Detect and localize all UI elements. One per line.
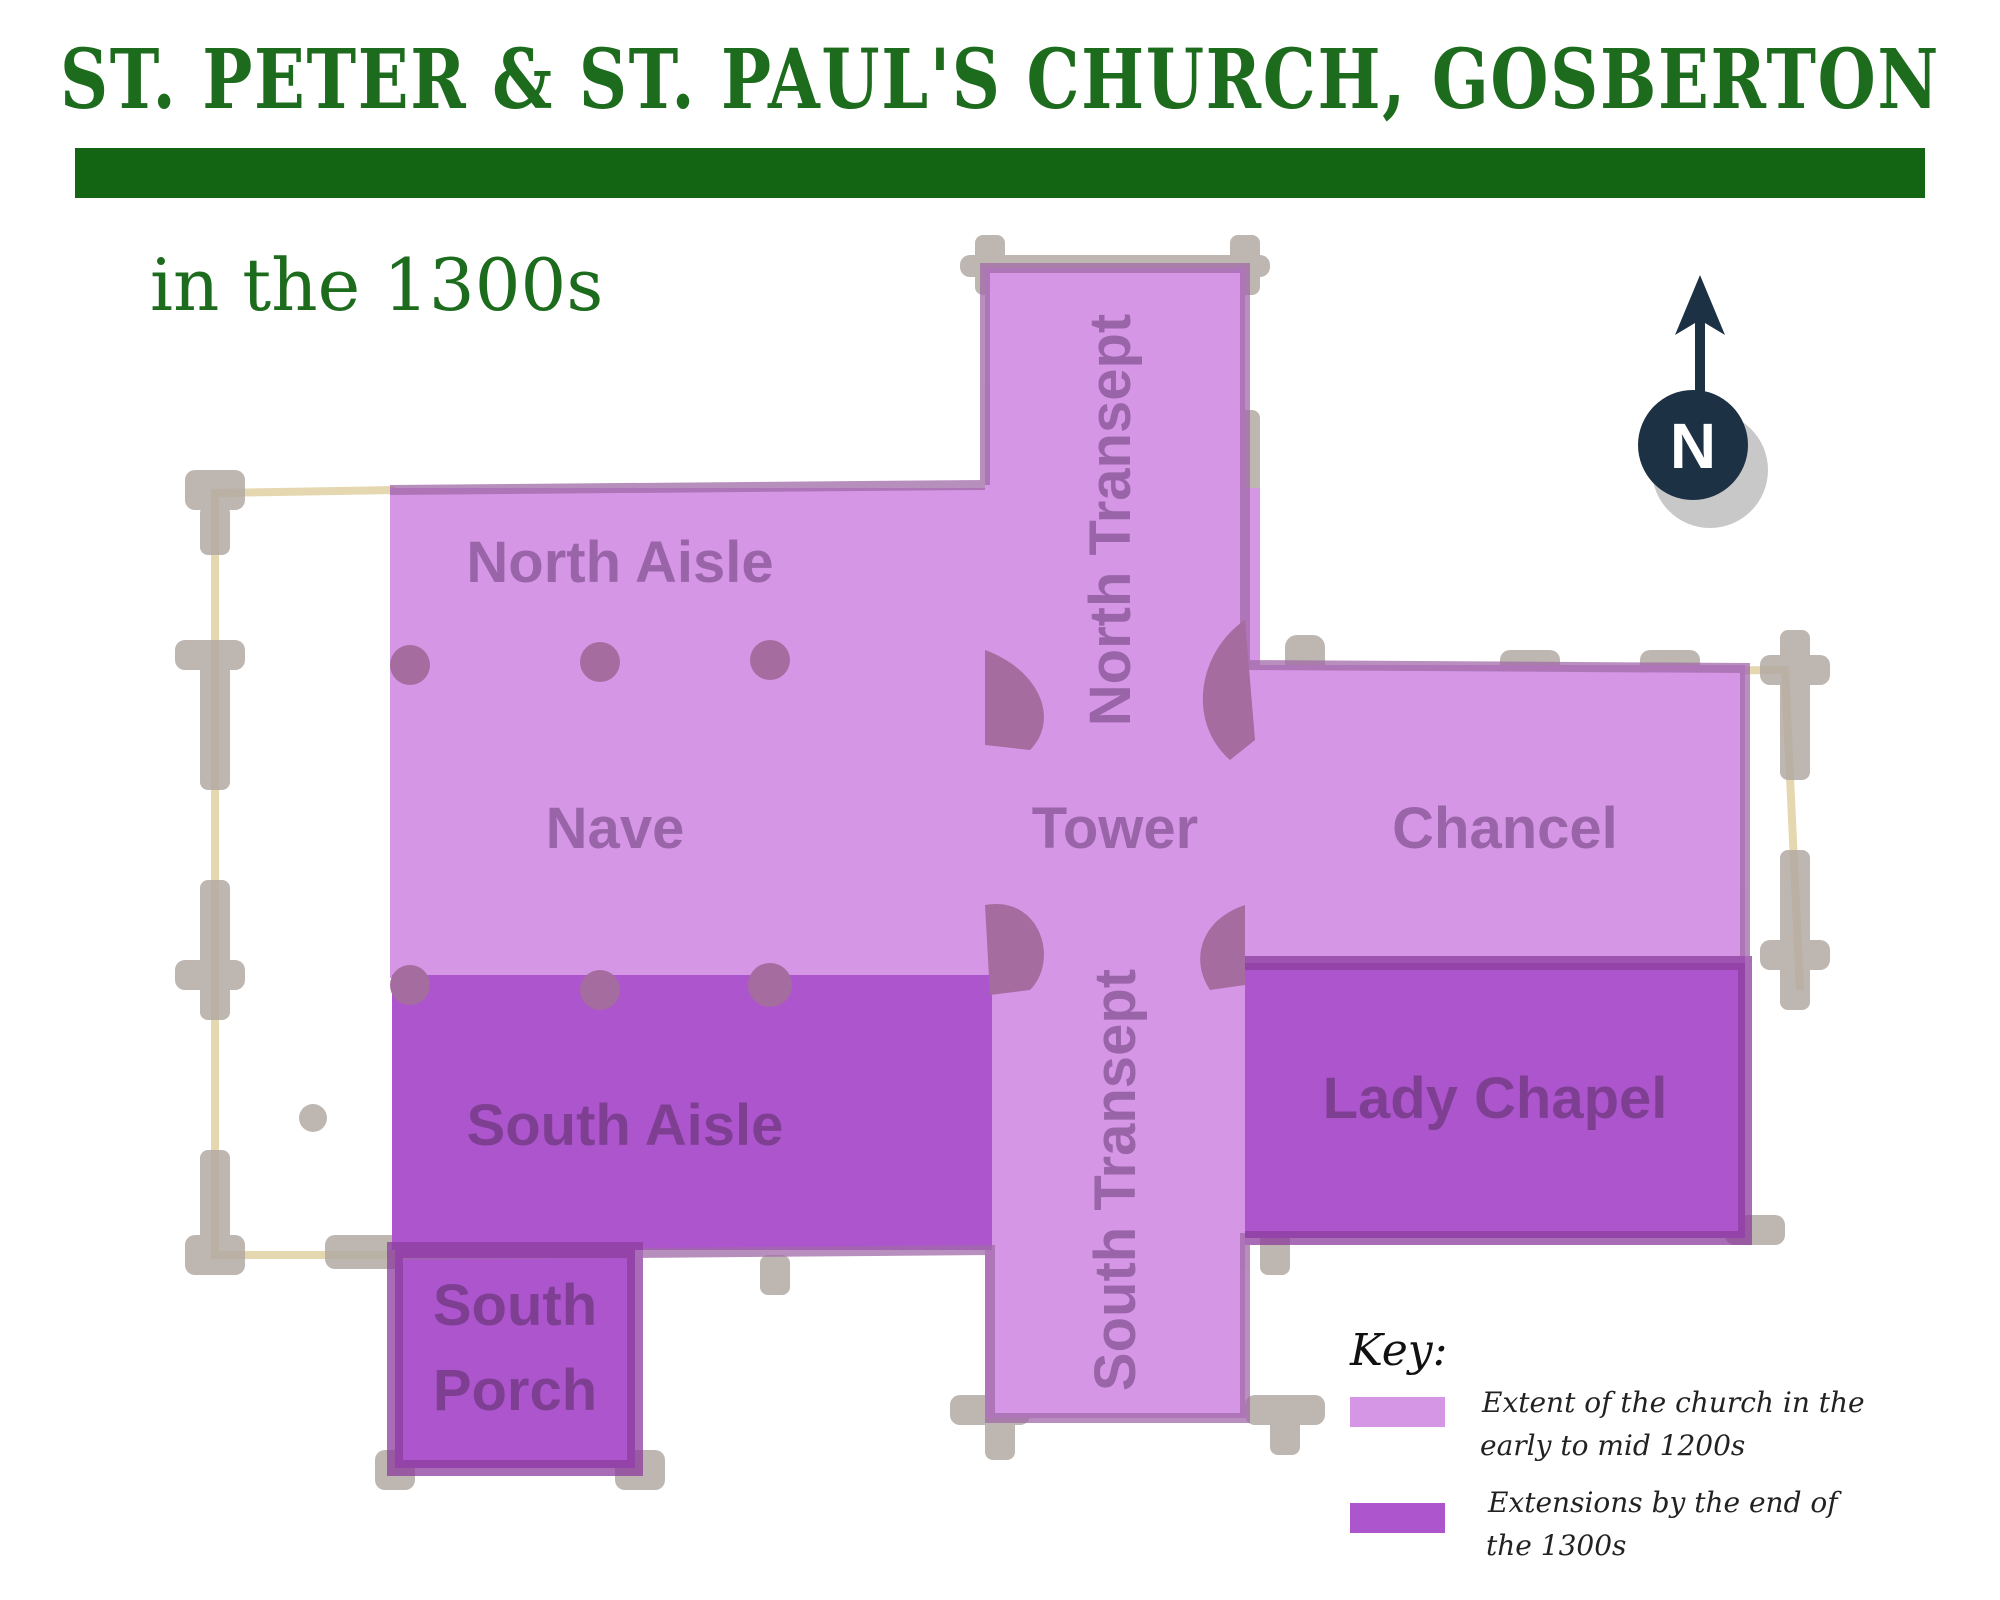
legend-title: Key: xyxy=(1349,1325,1447,1376)
legend: Key: Extent of the church in the early t… xyxy=(1349,1325,1865,1562)
early-church-extent xyxy=(390,268,1745,1418)
legend-extensions-line1: Extensions by the end of xyxy=(1487,1486,1842,1519)
room-label-north-transept: North Transept xyxy=(1078,314,1143,727)
room-label-south-porch-line1: South xyxy=(433,1273,597,1338)
legend-early-line2: early to mid 1200s xyxy=(1480,1429,1745,1462)
extensions-1300s xyxy=(392,963,1745,1468)
room-label-south-porch-line2: Porch xyxy=(433,1358,597,1423)
legend-swatch-early xyxy=(1350,1397,1445,1427)
north-arrow-icon: N xyxy=(1638,275,1768,528)
title-underline-bar xyxy=(75,148,1925,198)
room-label-south-aisle: South Aisle xyxy=(467,1093,784,1158)
room-label-tower: Tower xyxy=(1032,796,1199,861)
room-label-south-transept: South Transept xyxy=(1083,969,1148,1391)
legend-swatch-extensions xyxy=(1350,1503,1445,1533)
subtitle: in the 1300s xyxy=(150,243,603,327)
room-label-north-aisle: North Aisle xyxy=(466,530,773,595)
wall-outlines xyxy=(387,263,1752,1476)
legend-early-line1: Extent of the church in the xyxy=(1481,1386,1865,1419)
nave-piers xyxy=(390,620,1255,1010)
page-title: ST. PETER & ST. PAUL'S CHURCH, GOSBERTON xyxy=(60,32,1940,128)
room-label-nave: Nave xyxy=(546,796,685,861)
room-label-chancel: Chancel xyxy=(1392,796,1618,861)
north-letter: N xyxy=(1670,410,1716,482)
room-label-lady-chapel: Lady Chapel xyxy=(1323,1066,1668,1131)
legend-extensions-line2: the 1300s xyxy=(1486,1529,1626,1562)
